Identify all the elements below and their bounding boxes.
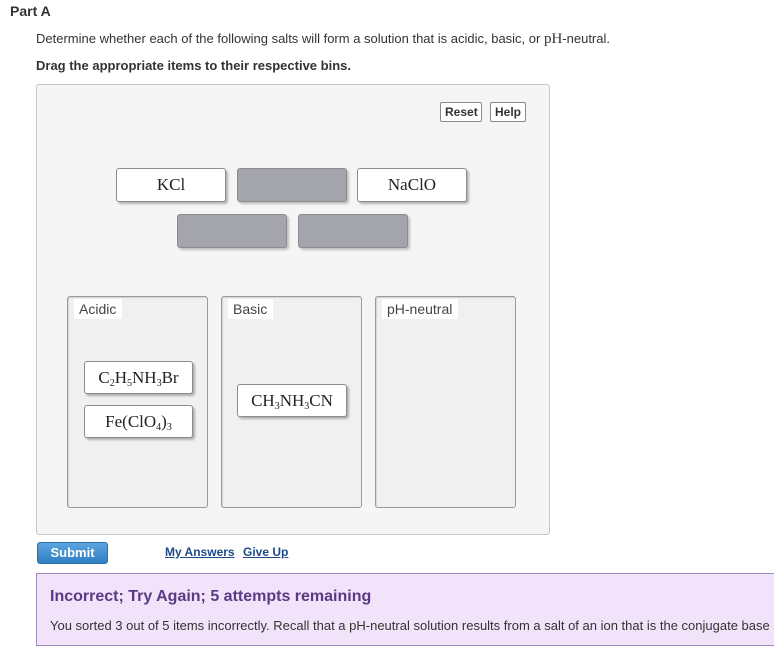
formula-subscript: 3 bbox=[304, 401, 310, 412]
formula-subscript: 4 bbox=[156, 422, 162, 433]
formula-text: C bbox=[98, 368, 110, 387]
draggable-item[interactable]: C2H5NH3Br bbox=[84, 361, 193, 394]
formula-text: NaClO bbox=[387, 175, 437, 194]
bin-label: pH-neutral bbox=[382, 299, 459, 319]
feedback-panel bbox=[36, 573, 774, 646]
reset-button[interactable]: Reset bbox=[440, 102, 482, 122]
empty-slot bbox=[177, 214, 287, 248]
formula-text: CH bbox=[251, 391, 275, 410]
formula-text: Br bbox=[161, 368, 179, 387]
formula-text: H bbox=[114, 368, 128, 387]
give-up-link[interactable]: Give Up bbox=[243, 545, 289, 559]
feedback-message: You sorted 3 out of 5 items incorrectly.… bbox=[50, 618, 770, 633]
my-answers-link[interactable]: My Answers bbox=[165, 545, 235, 559]
bin-acidic[interactable]: Acidic bbox=[67, 296, 208, 508]
formula-subscript: 3 bbox=[274, 401, 280, 412]
feedback-title: Incorrect; Try Again; 5 attempts remaini… bbox=[50, 588, 372, 605]
formula-subscript: 5 bbox=[127, 378, 133, 389]
instructions-text-end: -neutral. bbox=[562, 31, 610, 46]
formula-subscript: 3 bbox=[156, 378, 162, 389]
question-instructions: Determine whether each of the following … bbox=[36, 31, 610, 48]
empty-slot bbox=[237, 168, 347, 202]
drag-instruction: Drag the appropriate items to their resp… bbox=[36, 58, 351, 73]
help-button[interactable]: Help bbox=[490, 102, 526, 122]
bin-label: Acidic bbox=[74, 299, 123, 319]
part-title: Part A bbox=[10, 3, 51, 19]
draggable-item[interactable]: KCl bbox=[116, 168, 226, 202]
formula-text: NH bbox=[279, 391, 305, 410]
formula-subscript: 2 bbox=[109, 378, 115, 389]
empty-slot bbox=[298, 214, 408, 248]
bin-ph-neutral[interactable]: pH-neutral bbox=[375, 296, 516, 508]
formula-text: Fe(ClO bbox=[105, 412, 157, 431]
bin-label: Basic bbox=[228, 299, 274, 319]
draggable-item[interactable]: NaClO bbox=[357, 168, 467, 202]
draggable-item[interactable]: CH3NH3CN bbox=[237, 384, 347, 417]
instructions-ph: pH bbox=[543, 31, 563, 47]
submit-button[interactable]: Submit bbox=[37, 542, 108, 564]
formula-text: KCl bbox=[156, 175, 186, 194]
formula-text: ) bbox=[161, 412, 167, 431]
draggable-item[interactable]: Fe(ClO4)3 bbox=[84, 405, 193, 438]
formula-text: NH bbox=[132, 368, 157, 387]
formula-text: CN bbox=[309, 391, 333, 410]
instructions-text-start: Determine whether each of the following … bbox=[36, 31, 544, 46]
formula-subscript: 3 bbox=[166, 422, 172, 433]
